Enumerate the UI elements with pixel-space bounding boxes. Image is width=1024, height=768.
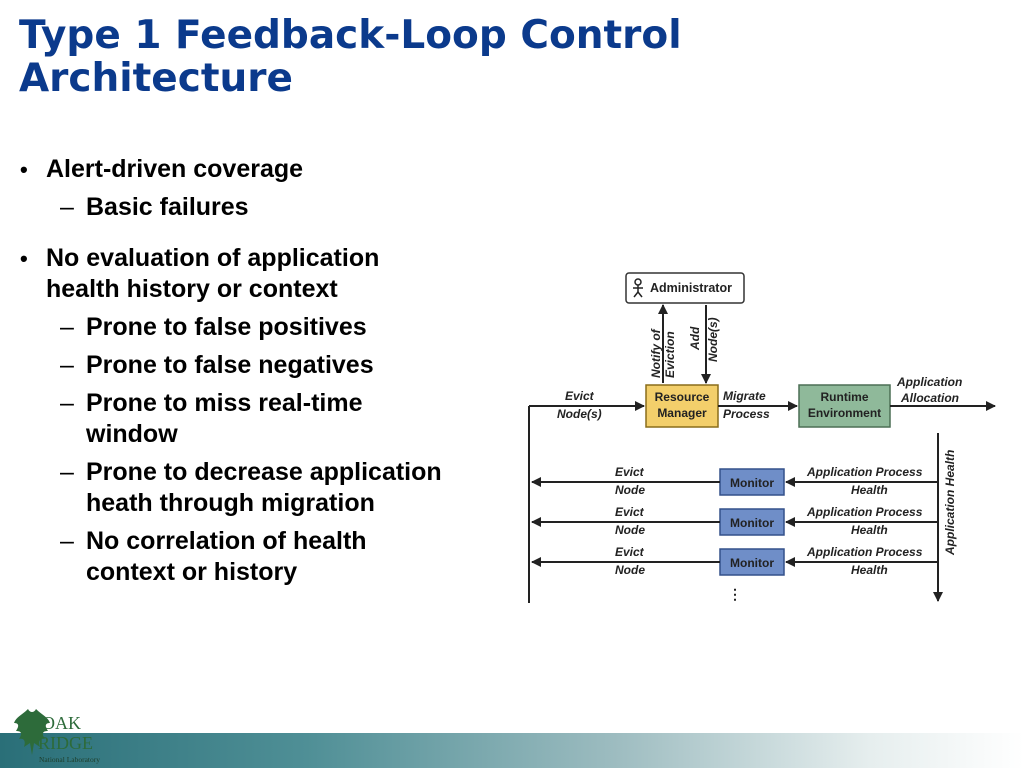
svg-text:Manager: Manager [657,406,707,420]
notify-label-2: Eviction [663,331,677,378]
svg-text:Evict: Evict [615,465,645,479]
person-icon [633,278,643,298]
svg-text:Environment: Environment [808,406,881,420]
logo-line-3: National Laboratory [39,755,100,764]
sub-bullet-item: – Prone to miss real-time window [60,389,363,448]
monitor-label: Monitor [730,476,774,490]
svg-text:Application Process: Application Process [806,505,923,519]
dash-icon: – [60,313,74,341]
svg-text:Node: Node [615,483,645,497]
ellipsis: ⋮ [728,586,742,602]
sub-bullet-item: – Prone to decrease application heath th… [60,458,442,517]
bullet-dot-icon: • [20,157,28,182]
app-health-label: Application Health [943,450,957,556]
sub-bullet-item: – Prone to false positives [60,313,367,341]
monitor-row: Monitor Evict Node Application Process H… [531,465,938,497]
runtime-environment-box: Runtime Environment [798,384,891,428]
oak-ridge-logo: OAK RIDGE National Laboratory [14,709,100,764]
administrator-box: Administrator [625,272,745,304]
dash-icon: – [60,193,74,221]
svg-text:Health: Health [851,483,888,497]
dash-icon: – [60,458,74,486]
evict-nodes-label-1: Evict [565,389,595,403]
migrate-label-2: Process [723,407,770,421]
svg-text:Evict: Evict [615,545,645,559]
evict-nodes-label-2: Node(s) [557,407,602,421]
monitor-label: Monitor [730,516,774,530]
migrate-label-1: Migrate [723,389,766,403]
svg-text:Node: Node [615,523,645,537]
svg-text:Application Process: Application Process [806,465,923,479]
svg-text:Runtime: Runtime [821,390,869,404]
title-line-1: Type 1 Feedback-Loop Control [19,13,682,58]
administrator-label: Administrator [650,281,732,295]
dash-icon: – [60,527,74,555]
svg-text:Node: Node [615,563,645,577]
svg-text:Application Process: Application Process [806,545,923,559]
slide-title: Type 1 Feedback-Loop Control Architectur… [19,14,919,100]
app-alloc-label-1: Application [896,375,962,389]
svg-text:Evict: Evict [615,505,645,519]
sub-bullet-item: – Basic failures [60,193,249,221]
monitor-row: Monitor Evict Node Application Process H… [531,505,938,537]
sub-bullet-item: – Prone to false negatives [60,351,374,379]
sub-bullet-item: – No correlation of health context or hi… [60,527,367,586]
add-label-1: Add [688,326,702,351]
bullet-item: • No evaluation of application health hi… [20,244,380,303]
svg-text:Resource: Resource [655,390,710,404]
oak-leaf-icon [14,709,50,755]
monitor-row: Monitor Evict Node Application Process H… [531,545,938,577]
feedback-loop-diagram: Administrator Notify of Eviction Add Nod… [528,272,996,603]
svg-text:Health: Health [851,523,888,537]
dash-icon: – [60,389,74,417]
footer-bar [0,733,1024,768]
bullet-dot-icon: • [20,246,28,271]
logo-line-2: RIDGE [38,733,93,753]
resource-manager-box: Resource Manager [645,384,719,428]
notify-label-1: Notify of [649,328,663,378]
app-alloc-label-2: Allocation [900,391,959,405]
bullet-list: • Alert-driven coverage – Basic failures… [20,154,500,588]
bullet-item: • Alert-driven coverage [20,155,304,183]
svg-text:Health: Health [851,563,888,577]
logo-line-1: OAK [42,713,81,733]
monitor-label: Monitor [730,556,774,570]
title-line-2: Architecture [19,56,293,101]
add-label-2: Node(s) [706,317,720,362]
dash-icon: – [60,351,74,379]
